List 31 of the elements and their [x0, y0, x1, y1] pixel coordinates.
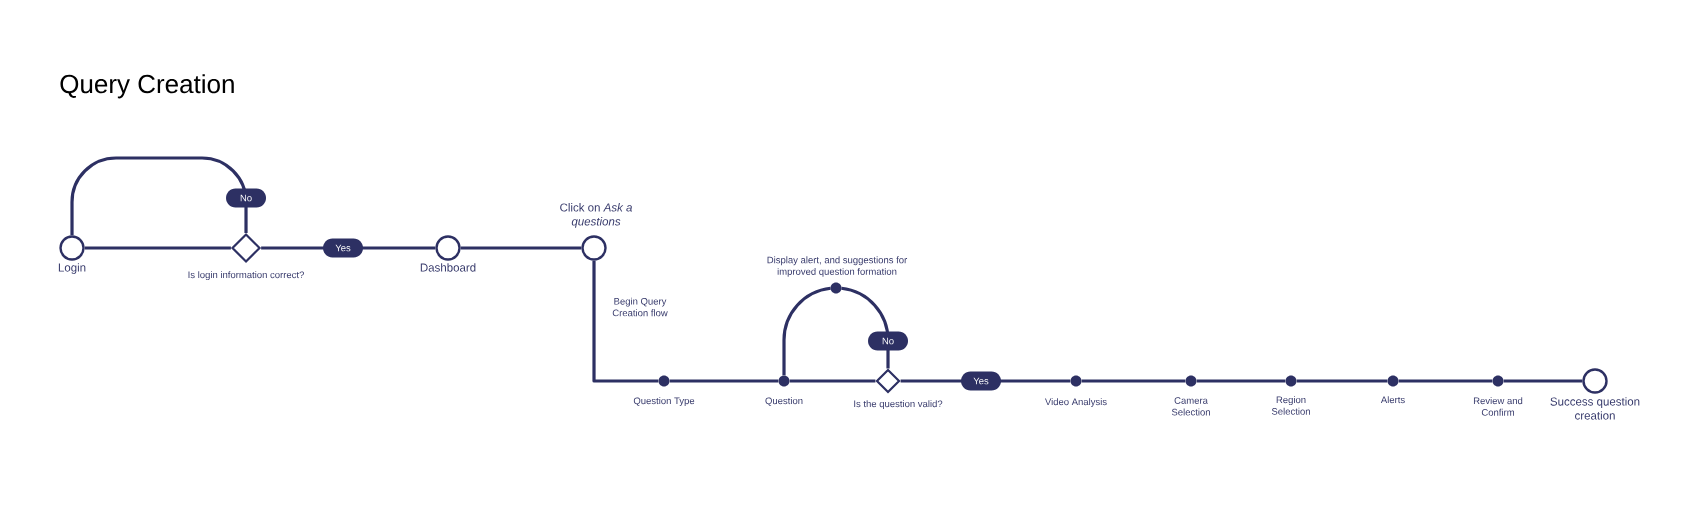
connector-line	[1196, 379, 1286, 383]
connector-line	[1081, 379, 1186, 383]
step-label: Dashboard	[420, 263, 476, 272]
step-label: Video Analysis	[1045, 398, 1107, 408]
step-label: Click on Ask a questions	[560, 203, 633, 228]
connector-line	[84, 246, 231, 250]
edge-label: No	[226, 188, 266, 208]
edge-label: Begin Query Creation flow	[612, 297, 668, 317]
step-label: Camera Selection	[1171, 397, 1210, 416]
connector-line	[1296, 379, 1388, 383]
step-label: Region Selection	[1271, 396, 1310, 415]
connector-line	[460, 246, 582, 250]
connector-line	[789, 379, 876, 383]
step-label: Is login information correct?	[188, 271, 304, 281]
step-label: Question Type	[633, 397, 695, 407]
step-label: Display alert, and suggestions for improved question formation	[767, 256, 908, 277]
connector-line	[1398, 379, 1493, 383]
connector-line	[669, 379, 779, 383]
edge-label: No	[868, 331, 908, 351]
step-label: Question	[765, 397, 803, 406]
connector-line	[70, 156, 248, 236]
title: Query Creation	[60, 74, 234, 99]
step-label: Alerts	[1380, 396, 1405, 404]
edge-label: Yes	[323, 238, 363, 258]
step-label: Is the question valid?	[854, 400, 943, 410]
connector-line	[592, 260, 659, 383]
step-label: Review and Confirm	[1473, 397, 1523, 416]
step-label: Login	[58, 263, 86, 274]
connector-line	[1503, 379, 1583, 383]
edge-label: Yes	[961, 371, 1001, 391]
step-label: Success question creation	[1550, 397, 1640, 420]
